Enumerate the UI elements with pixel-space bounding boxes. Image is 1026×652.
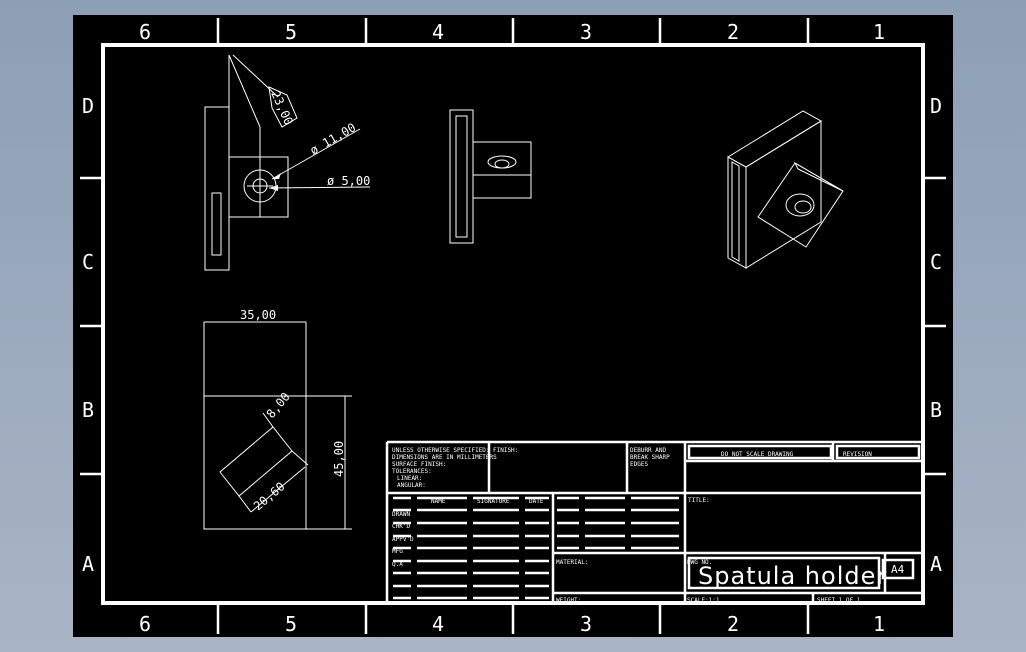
zone-row-b-right: B (930, 398, 942, 422)
tb-do-not-scale: DO NOT SCALE DRAWING (721, 451, 794, 458)
dim-45: 45,00 (332, 441, 346, 477)
drawing-canvas[interactable]: 6 5 4 3 2 1 6 5 4 3 2 1 D C B A D C B A … (73, 15, 953, 637)
title-block (385, 440, 923, 603)
zone-col-1-top: 1 (873, 20, 885, 44)
tb-sheet-size: A4 (891, 563, 905, 576)
tb-sheet: SHEET 1 OF 1 (817, 597, 861, 604)
dim-dia-5: ø 5,00 (327, 174, 370, 188)
tb-col-signature: SIGNATURE (477, 498, 510, 505)
tb-note-5: ANGULAR: (397, 482, 426, 489)
zone-col-2-top: 2 (727, 20, 739, 44)
tb-revision: REVISION (843, 451, 872, 458)
zone-row-a-right: A (930, 552, 942, 576)
tb-note-4: LINEAR: (397, 475, 422, 482)
tb-note-3: TOLERANCES: (392, 468, 432, 475)
zone-col-6-bottom: 6 (139, 612, 151, 636)
tb-note-1: DIMENSIONS ARE IN MILLIMETERS (392, 454, 497, 461)
zone-col-6-top: 6 (139, 20, 151, 44)
zone-col-4-top: 4 (432, 20, 444, 44)
zone-col-1-bottom: 1 (873, 612, 885, 636)
zone-row-a-left: A (82, 552, 94, 576)
dim-20-60: 20,60 (251, 479, 288, 513)
tb-row-chkd: CHK'D (392, 523, 410, 530)
tb-weight: WEIGHT: (556, 597, 581, 604)
zone-row-d-right: D (930, 94, 942, 118)
side-view[interactable] (449, 109, 532, 244)
tb-deburr-0: DEBURR AND (630, 447, 667, 454)
isometric-view[interactable] (727, 110, 844, 269)
tb-deburr-1: BREAK SHARP (630, 454, 670, 461)
zone-col-5-bottom: 5 (285, 612, 297, 636)
zone-row-d-left: D (82, 94, 94, 118)
zone-col-5-top: 5 (285, 20, 297, 44)
tb-row-qa: Q.A (392, 561, 403, 568)
tb-col-name: NAME (431, 498, 446, 505)
tb-row-drawn: DRAWN (392, 511, 410, 518)
zone-col-3-bottom: 3 (580, 612, 592, 636)
technical-drawing: 6 5 4 3 2 1 6 5 4 3 2 1 D C B A D C B A … (80, 18, 946, 636)
tb-scale: SCALE:1:1 (687, 597, 720, 604)
drawing-border (101, 43, 925, 605)
tb-title-label: TITLE: (688, 497, 710, 504)
zone-row-b-left: B (82, 398, 94, 422)
tb-finish: FINISH: (493, 447, 518, 454)
zone-ticks (80, 18, 946, 634)
zone-row-c-left: C (82, 250, 94, 274)
tb-material: MATERIAL: (556, 559, 589, 566)
tb-deburr-2: EDGES (630, 461, 648, 468)
zone-row-c-right: C (930, 250, 942, 274)
drawing-title: Spatula holder (698, 562, 887, 590)
tb-col-date: DATE (529, 498, 544, 505)
tb-row-appvd: APPV'D (392, 536, 414, 543)
zone-col-2-bottom: 2 (727, 612, 739, 636)
dim-dia-11: ø 11,00 (308, 120, 359, 157)
front-view[interactable] (204, 54, 371, 271)
tb-note-2: SURFACE FINISH: (392, 461, 446, 468)
bottom-view[interactable] (203, 321, 352, 530)
dim-35: 35,00 (240, 308, 276, 322)
dim-8: 8,00 (264, 390, 293, 421)
tb-dwg-no: DWG NO. (687, 559, 712, 566)
zone-col-4-bottom: 4 (432, 612, 444, 636)
tb-row-mfg: MFG (392, 548, 403, 555)
tb-note-0: UNLESS OTHERWISE SPECIFIED: (392, 447, 490, 454)
zone-col-3-top: 3 (580, 20, 592, 44)
